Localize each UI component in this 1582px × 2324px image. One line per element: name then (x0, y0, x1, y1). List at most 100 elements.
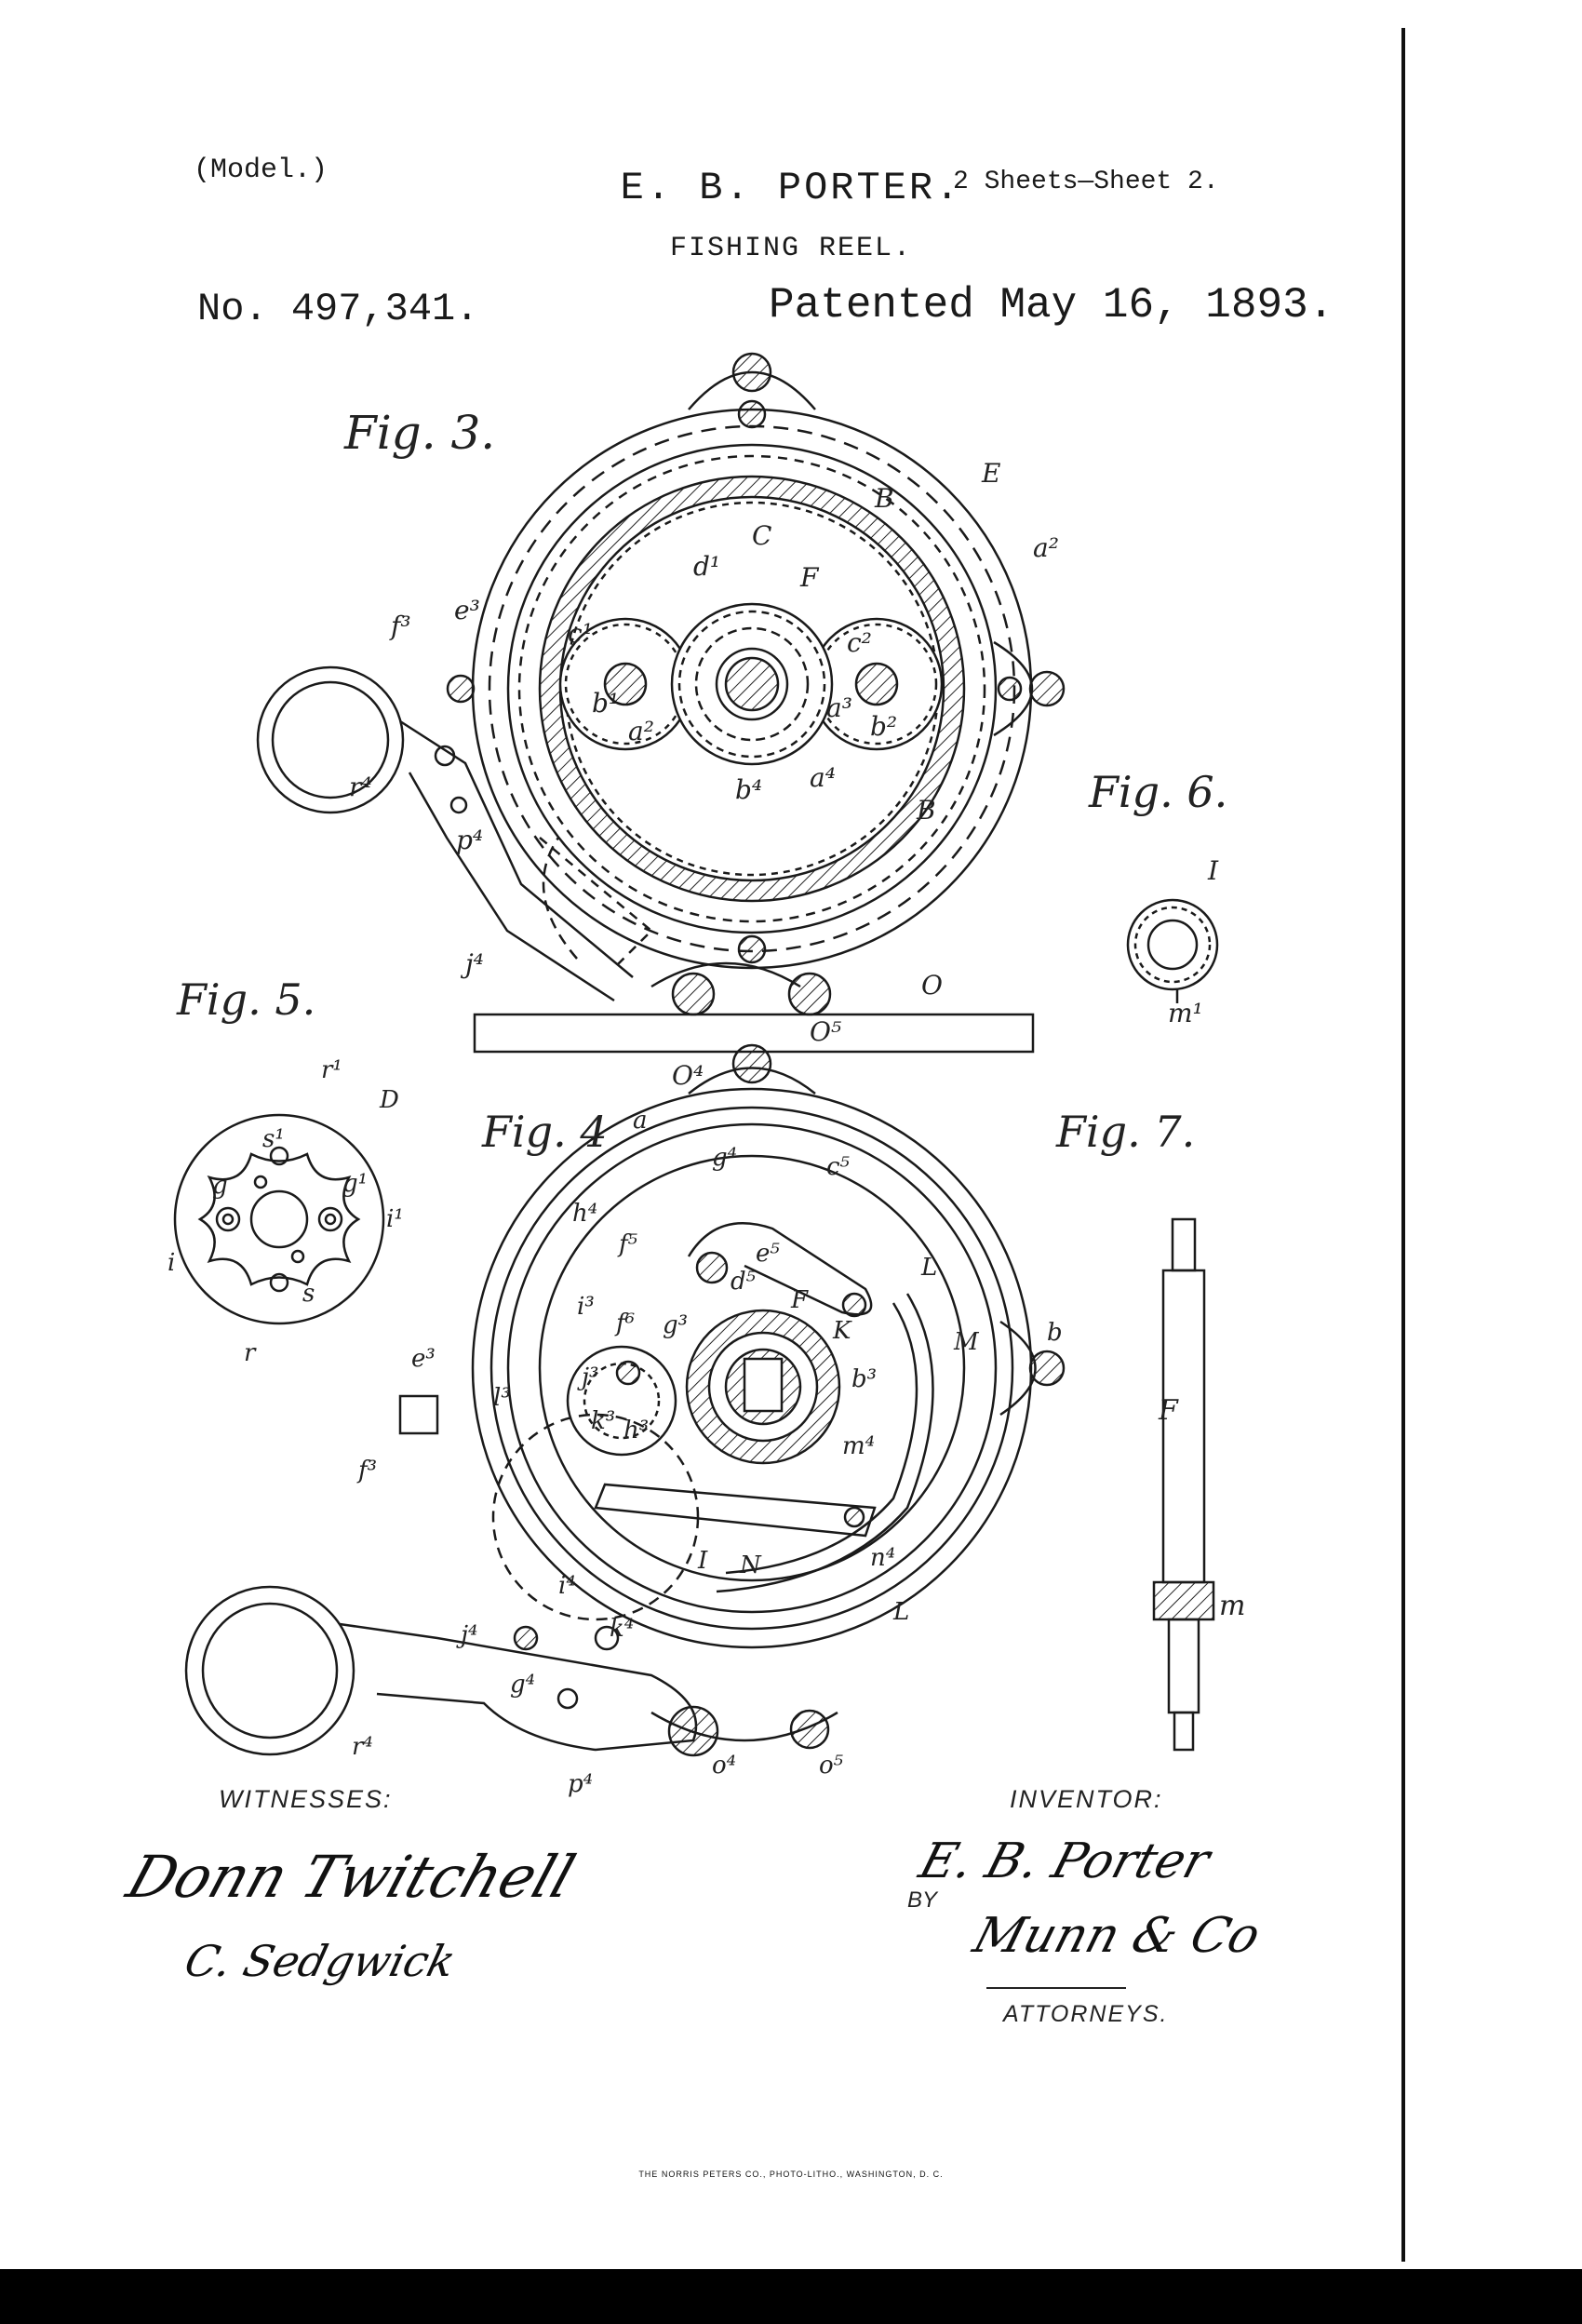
ref-letter: a⁴ (810, 762, 836, 793)
ref-letter: l³ (493, 1384, 511, 1412)
ref-letter: r¹ (321, 1056, 342, 1084)
fig7-label: Fig. 7. (1055, 1107, 1195, 1157)
ref-letter: b² (870, 711, 897, 742)
ref-letter: i³ (577, 1293, 595, 1321)
ref-letter: C (752, 520, 771, 551)
ref-letter: d¹ (693, 551, 720, 582)
ref-letter: s¹ (262, 1125, 285, 1153)
ref-letter: e⁵ (756, 1240, 780, 1268)
ref-letter: K (832, 1317, 852, 1345)
ref-letter: g¹ (342, 1170, 368, 1198)
ref-letter: k³ (591, 1407, 615, 1435)
ref-letter: f³ (389, 611, 411, 641)
printer-imprint: THE NORRIS PETERS CO., PHOTO-LITHO., WAS… (638, 2170, 944, 2179)
model-notation: (Model.) (194, 154, 328, 186)
ref-letter: j⁴ (456, 1621, 477, 1649)
ref-letter: L (920, 1254, 937, 1282)
sheet-count: 2 Sheets—Sheet 2. (953, 168, 1219, 196)
ref-letter: L (892, 1598, 909, 1626)
ref-letter: F (790, 1286, 809, 1314)
ref-letter: E (981, 458, 1000, 489)
fig4-drawing (184, 1043, 1066, 1757)
ref-letter: m¹ (1168, 998, 1203, 1028)
ref-letter: b⁴ (735, 774, 762, 805)
ref-letter: p⁴ (568, 1770, 593, 1798)
patent-title: FISHING REEL. (669, 233, 913, 264)
ref-letter: j⁴ (460, 948, 484, 979)
attorneys-label: ATTORNEYS. (1003, 2001, 1169, 2027)
ref-letter: o⁵ (819, 1752, 844, 1780)
ref-letter: b (1047, 1319, 1063, 1347)
ref-letter: k⁴ (610, 1615, 634, 1643)
ref-letter: O (921, 970, 943, 1001)
attorney-underline (986, 1987, 1126, 1989)
ref-letter: r (244, 1339, 257, 1367)
ref-letter: h³ (623, 1417, 649, 1444)
inventor-label: INVENTOR: (1010, 1785, 1163, 1813)
patent-date: Patented May 16, 1893. (769, 281, 1334, 329)
ref-letter: f⁶ (614, 1310, 635, 1337)
ref-letter: c² (847, 627, 872, 658)
patent-number: No. 497,341. (197, 287, 479, 331)
right-border-line (1401, 28, 1405, 2262)
witnesses-label: WITNESSES: (219, 1785, 393, 1813)
ref-letter: i¹ (386, 1205, 404, 1233)
ref-letter: B (874, 483, 894, 514)
ref-letter: a³ (826, 692, 852, 723)
fig3-drawing (256, 352, 1066, 1054)
inventor-signature: E. B. Porter (913, 1834, 1216, 1889)
ref-letter: f⁵ (617, 1230, 638, 1258)
ref-letter: b³ (851, 1365, 877, 1393)
by-label: BY (907, 1887, 938, 1913)
fig4-label: Fig. 4 (481, 1107, 608, 1157)
ref-letter: D (379, 1086, 399, 1114)
ref-letter: e³ (454, 595, 480, 625)
ref-letter: I (697, 1547, 708, 1575)
ref-letter: r⁴ (349, 772, 372, 802)
witness-signature-2: C. Sedgwick (180, 1936, 461, 1986)
attorney-signature: Munn & Co (967, 1908, 1267, 1964)
fig5-label: Fig. 5. (176, 974, 315, 1025)
bottom-scan-band (0, 2269, 1582, 2324)
fig7-drawing (1152, 1217, 1215, 1752)
ref-letter: g (212, 1172, 228, 1200)
ref-letter: j³ (577, 1364, 598, 1391)
fig6-drawing (1126, 898, 1219, 1003)
ref-letter: g³ (663, 1311, 688, 1339)
ref-letter: a² (1033, 532, 1059, 563)
ref-letter: g⁴ (712, 1144, 737, 1172)
ref-letter: h⁴ (572, 1200, 597, 1228)
ref-letter: p⁴ (456, 825, 483, 855)
witness-signature-1: Donn Twitchell (119, 1843, 583, 1911)
ref-letter: m (1219, 1590, 1245, 1622)
ref-letter: i (168, 1249, 175, 1277)
ref-letter: B (916, 795, 936, 826)
ref-letter: F (1158, 1394, 1179, 1427)
ref-letter: g⁴ (510, 1671, 535, 1699)
ref-letter: n⁴ (870, 1544, 895, 1572)
ref-letter: F (799, 562, 820, 593)
ref-letter: f³ (356, 1457, 377, 1484)
fig3-label: Fig. 3. (343, 406, 495, 460)
ref-letter: o⁴ (712, 1752, 736, 1780)
ref-letter: r⁴ (352, 1733, 373, 1761)
ref-letter: M (953, 1328, 980, 1356)
ref-letter: b¹ (592, 688, 619, 719)
ref-letter: i⁴ (558, 1572, 576, 1600)
ref-letter: c⁵ (826, 1153, 851, 1181)
ref-letter: N (739, 1552, 762, 1579)
ref-letter: a (633, 1107, 648, 1135)
ref-letter: m⁴ (842, 1432, 875, 1460)
ref-letter: O⁵ (810, 1016, 841, 1047)
ref-letter: O⁴ (672, 1060, 704, 1091)
ref-letter: d⁵ (731, 1268, 757, 1296)
ref-letter: a² (628, 716, 654, 746)
fig5-drawing (173, 1113, 385, 1325)
ref-letter: s (302, 1280, 315, 1308)
inventor-name: E. B. PORTER. (620, 166, 962, 210)
ref-letter: c¹ (568, 618, 593, 649)
fig6-label: Fig. 6. (1088, 767, 1227, 817)
ref-letter: e³ (411, 1345, 436, 1373)
ref-letter: I (1207, 855, 1219, 886)
